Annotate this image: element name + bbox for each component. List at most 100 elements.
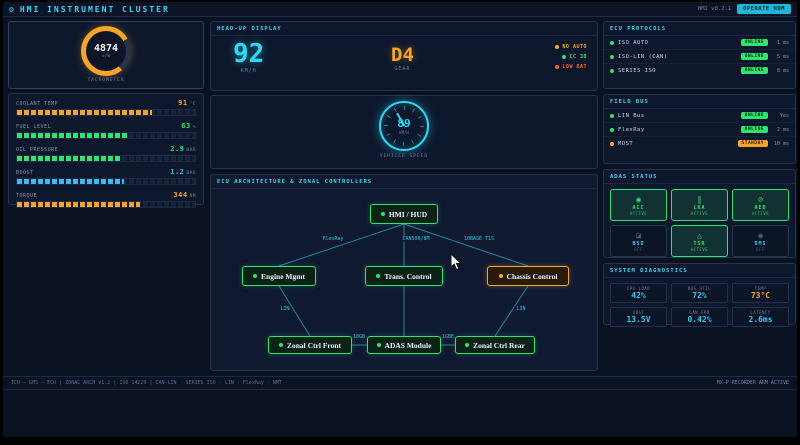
adas-tile-bsd: ◪ BSD OFF [610, 225, 667, 257]
indicator-low-bat: LOW BAT [555, 64, 587, 70]
indicator-dot-icon [562, 55, 567, 59]
indicator-label: CC 30 [569, 54, 587, 60]
hud-title: HEAD-UP DISPLAY [211, 22, 597, 36]
speed-value: 89 [397, 117, 411, 130]
protocols-title: ECU PROTOCOLS [604, 22, 795, 36]
hud-gear-label: GEAR [394, 66, 411, 72]
edge-label-flexray: FlexRay [320, 236, 346, 242]
protocol-name: SERIES ISO [618, 67, 657, 74]
edge-label-can: CAN500/8M [400, 236, 432, 242]
fieldbus-row: FlexRay ONLINE 2 ms [604, 123, 795, 137]
bar-track [16, 155, 196, 162]
diag-label: CPU LOAD [626, 286, 651, 291]
fieldbus-row: MOST STANDBY 10 ms [604, 137, 795, 150]
adas-tile-tsr: △ TSR ACTIVE [671, 225, 728, 257]
adas-tile-name: AEB [754, 204, 767, 211]
tsr-icon: △ [697, 230, 702, 240]
bar-track [16, 178, 196, 185]
bar-value: 344 [173, 191, 188, 199]
ecu-node-engine-mgmt[interactable]: Engine Mgmt [242, 266, 316, 286]
diag-label: BUS UTIL [687, 286, 712, 291]
tachometer-label: TACHOMETER [87, 78, 125, 83]
bus-value: 2 ms [776, 126, 789, 133]
diag-can-err: CAN ERR 0.42% [671, 307, 728, 327]
protocol-latency: 5 ms [776, 53, 789, 60]
ecu-node-adas-module[interactable]: ADAS Module [367, 336, 441, 354]
node-status-dot-icon [465, 343, 470, 347]
diag-label: TEMP [754, 286, 767, 291]
diag-value: 0.42% [687, 315, 712, 324]
bar-value: 2.9 [170, 145, 185, 153]
ecu-node-zonal-front[interactable]: Zonal Ctrl Front [268, 336, 352, 354]
tachometer-unit: x/W [101, 54, 111, 59]
bus-name: MOST [618, 140, 634, 147]
ecu-node-hmi-hud[interactable]: HMI / HUD [370, 204, 438, 224]
node-status-dot-icon [376, 343, 381, 347]
ecu-diagram-title: ECU ARCHITECTURE & ZONAL CONTROLLERS [211, 175, 597, 189]
status-badge: STANDBY [737, 140, 768, 147]
operate-mode-button[interactable]: OPERATE NOM [737, 4, 791, 14]
ecu-node-zonal-rear[interactable]: Zonal Ctrl Rear [455, 336, 535, 354]
protocol-name: ISO-LIN (CAN) [618, 53, 668, 60]
ecu-diagram: FlexRay CAN500/8M 10BASE-T1S LIN LIN 10G… [211, 175, 597, 370]
indicator-dot-icon [555, 45, 560, 49]
adas-tile-name: BSD [632, 240, 645, 247]
bar-gauges-panel: COOLANT TEMP 91 °C FUEL LEVEL 63 % OIL P… [8, 93, 204, 208]
field-bus-panel: FIELD BUS LIN Bus ONLINE Yes FlexRay ONL… [603, 94, 796, 164]
lka-icon: ∥ [697, 194, 702, 204]
adas-tile-status: OFF [634, 246, 643, 252]
diagram-edges [278, 223, 529, 346]
status-dot-icon [610, 54, 614, 59]
bar-track [16, 132, 196, 139]
diag-label: LATENCY [750, 310, 771, 315]
protocol-row: ISO-LIN (CAN) ONLINE 5 ms [604, 50, 795, 64]
vehicle-speed-panel: 89 KM/H VEHICLE SPEED [210, 95, 598, 169]
adas-status-panel: ADAS STATUS ◉ ACC ACTIVE ∥ LKA ACTIVE ⊘ … [603, 169, 796, 258]
diag-cpu-load: CPU LOAD 42% [610, 283, 667, 303]
status-badge: ONLINE [740, 67, 768, 74]
bar-coolant-temp: COOLANT TEMP 91 °C [16, 99, 196, 116]
hud-speed-unit: KM/H [240, 68, 257, 74]
bar-track [16, 109, 196, 116]
diag-temp: TEMP 73°C [732, 283, 789, 303]
protocol-row: SERIES ISO ONLINE 8 ms [604, 64, 795, 77]
adas-tile-name: DMS [754, 240, 767, 247]
ecu-node-chassis-control[interactable]: Chassis Control [487, 266, 569, 286]
bar-unit: BAR [186, 171, 196, 176]
bar-unit: °C [189, 102, 196, 107]
adas-tile-lka: ∥ LKA ACTIVE [671, 189, 728, 221]
bar-track [16, 201, 196, 208]
speed-unit: KM/H [399, 130, 409, 135]
bar-value: 91 [178, 99, 188, 107]
status-dot-icon [610, 141, 614, 146]
adas-tile-name: LKA [693, 204, 706, 211]
bus-name: FlexRay [618, 126, 645, 133]
dms-icon: ◉ [758, 230, 763, 240]
adas-tile-status: ACTIVE [629, 210, 648, 216]
status-badge: ONLINE [740, 126, 768, 133]
app-brand: ⚙ HMI INSTRUMENT CLUSTER [9, 5, 170, 14]
tachometer-gauge: 4874 x/W [81, 26, 131, 76]
hud-indicators: NO AUTO CC 30 LOW BAT [555, 44, 587, 70]
hmi-app: ⚙ HMI INSTRUMENT CLUSTER HMI v0.2.1 OPER… [3, 2, 797, 437]
diag-latency: LATENCY 2.6ms [732, 307, 789, 327]
hud-speed-value: 92 [233, 39, 265, 69]
bar-fill [17, 179, 124, 184]
indicator-label: LOW BAT [562, 64, 587, 70]
adas-tile-status: OFF [756, 246, 765, 252]
ecu-node-trans-control[interactable]: Trans. Control [365, 266, 443, 286]
bar-label: COOLANT TEMP [16, 101, 59, 107]
bar-value: 63 [181, 122, 191, 130]
tachometer-value: 4874 [93, 43, 119, 54]
bar-oil-pressure: OIL PRESSURE 2.9 BAR [16, 145, 196, 162]
bar-unit: NM [189, 194, 196, 199]
node-label: ADAS Module [384, 340, 432, 350]
protocol-latency: 8 ms [776, 67, 789, 74]
protocol-name: ISO AUTO [618, 39, 649, 46]
version-label: HMI v0.2.1 [697, 6, 732, 12]
node-status-dot-icon [380, 212, 385, 216]
edge-label-1gbe: 1GBE [439, 334, 457, 340]
adas-tile-status: ACTIVE [690, 210, 709, 216]
node-label: Zonal Ctrl Front [286, 340, 342, 350]
status-dot-icon [610, 113, 614, 118]
